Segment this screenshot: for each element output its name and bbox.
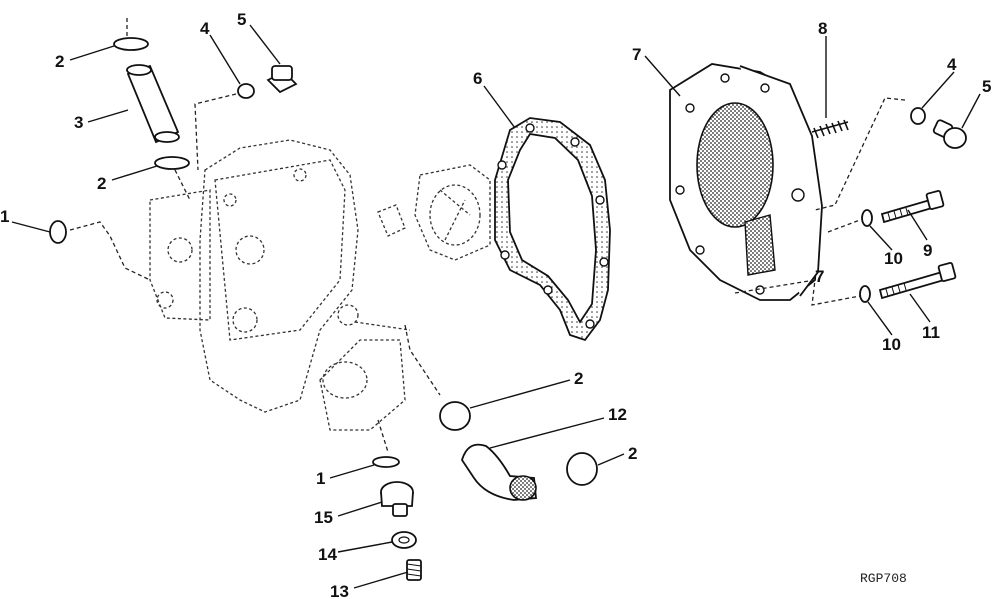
callout-12: 12 xyxy=(608,405,627,424)
gasket-part-6 xyxy=(494,117,611,342)
tube-part-3 xyxy=(126,64,180,144)
callout-14: 14 xyxy=(318,545,337,564)
o-ring-part-2-right xyxy=(566,452,598,486)
leader-lines xyxy=(11,24,981,589)
callout-2-right: 2 xyxy=(628,444,637,463)
bolt-part-9 xyxy=(880,190,945,224)
figure-reference-code: RGP708 xyxy=(860,571,907,586)
bolt-part-11 xyxy=(878,262,957,300)
callout-4-right: 4 xyxy=(947,55,957,74)
callout-2-left-mid: 2 xyxy=(97,174,106,193)
callout-2-top: 2 xyxy=(55,52,64,71)
callout-5-left: 5 xyxy=(237,10,246,29)
plug-part-5-left xyxy=(266,65,298,94)
fitting-part-15 xyxy=(380,481,414,517)
callout-13: 13 xyxy=(330,582,349,599)
callout-10-upper: 10 xyxy=(884,249,903,268)
callout-7-top: 7 xyxy=(632,45,641,64)
callout-8: 8 xyxy=(818,19,827,38)
spring-part-13 xyxy=(406,559,422,581)
callout-6: 6 xyxy=(473,69,482,88)
o-ring-part-1-lower xyxy=(372,456,400,468)
washer-part-10-upper xyxy=(861,209,873,227)
pump-housing xyxy=(149,139,411,431)
cover-part-7 xyxy=(669,63,823,301)
o-ring-part-4-right xyxy=(910,107,926,125)
o-ring-part-2-middle xyxy=(439,401,471,431)
callout-10-lower: 10 xyxy=(882,335,901,354)
o-ring-part-2-top xyxy=(113,37,149,51)
elbow-tube-part-12 xyxy=(461,443,537,501)
callout-1-left: 1 xyxy=(0,207,9,226)
washer-part-10-lower xyxy=(859,285,871,303)
callout-1-lower: 1 xyxy=(316,469,325,488)
o-ring-part-2-lower xyxy=(154,156,190,170)
callout-4-left: 4 xyxy=(200,19,210,38)
impeller xyxy=(377,164,491,261)
callout-3: 3 xyxy=(74,113,83,132)
o-ring-part-4-left xyxy=(237,83,255,99)
callout-7-lower: 7 xyxy=(815,267,824,286)
callout-15: 15 xyxy=(314,508,333,527)
callout-2-middle: 2 xyxy=(574,369,583,388)
callout-5-right: 5 xyxy=(982,77,991,96)
callout-9: 9 xyxy=(923,241,932,260)
spring-part-8 xyxy=(811,119,849,139)
plug-part-5-right xyxy=(932,119,967,149)
callout-11: 11 xyxy=(922,323,940,342)
o-ring-part-1-left xyxy=(49,220,67,244)
